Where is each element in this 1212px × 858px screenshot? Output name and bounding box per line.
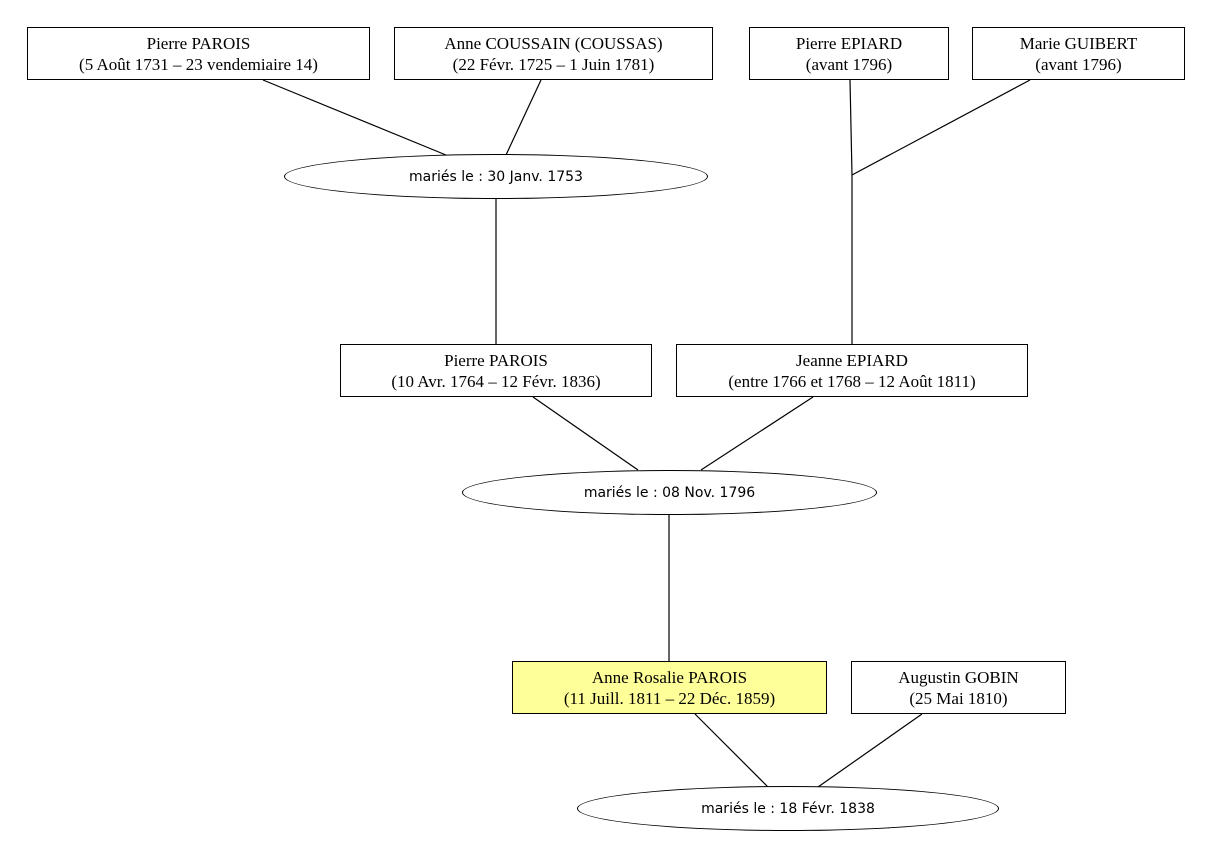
person-name: Anne COUSSAIN (COUSSAS): [444, 34, 663, 53]
line-anne-rosalie-to-marriage-1838: [694, 713, 769, 788]
person-anne-coussain[interactable]: Anne COUSSAIN (COUSSAS) (22 Févr. 1725 –…: [394, 27, 713, 80]
person-dates: (22 Févr. 1725 – 1 Juin 1781): [452, 55, 655, 74]
person-name: Pierre PAROIS: [146, 34, 251, 53]
person-jeanne-epiard[interactable]: Jeanne EPIARD (entre 1766 et 1768 – 12 A…: [676, 344, 1028, 397]
marriage-label: mariés le : 30 Janv. 1753: [409, 168, 583, 185]
person-name: Pierre PAROIS: [444, 351, 548, 370]
marriage-1753[interactable]: mariés le : 30 Janv. 1753: [284, 154, 708, 199]
person-pierre-epiard[interactable]: Pierre EPIARD (avant 1796): [749, 27, 949, 80]
marriage-1796[interactable]: mariés le : 08 Nov. 1796: [462, 470, 877, 515]
line-augustin-to-marriage-1838: [817, 713, 923, 788]
person-pierre-parois-1764[interactable]: Pierre PAROIS (10 Avr. 1764 – 12 Févr. 1…: [340, 344, 652, 397]
person-augustin-gobin[interactable]: Augustin GOBIN (25 Mai 1810): [851, 661, 1066, 714]
person-pierre-parois-1731[interactable]: Pierre PAROIS (5 Août 1731 – 23 vendemia…: [27, 27, 370, 80]
line-pierre-epiard-to-junction: [849, 79, 853, 176]
line-pierre-1764-to-marriage-1796: [532, 396, 639, 471]
person-dates: (10 Avr. 1764 – 12 Févr. 1836): [391, 372, 601, 391]
person-dates: (25 Mai 1810): [909, 689, 1008, 708]
person-marie-guibert[interactable]: Marie GUIBERT (avant 1796): [972, 27, 1185, 80]
person-anne-rosalie-parois[interactable]: Anne Rosalie PAROIS (11 Juill. 1811 – 22…: [512, 661, 827, 714]
person-name: Augustin GOBIN: [898, 668, 1019, 687]
person-dates: (5 Août 1731 – 23 vendemiaire 14): [79, 55, 318, 74]
line-pierre-1731-to-marriage-1753: [262, 79, 447, 156]
person-dates: (avant 1796): [1035, 55, 1122, 74]
person-dates: (avant 1796): [805, 55, 893, 74]
line-anne-coussain-to-marriage-1753: [505, 79, 542, 156]
person-name: Marie GUIBERT: [1019, 34, 1138, 53]
marriage-label: mariés le : 08 Nov. 1796: [583, 484, 756, 501]
person-name: Jeanne EPIARD: [796, 351, 908, 370]
marriage-label: mariés le : 18 Févr. 1838: [701, 800, 875, 817]
line-jeanne-to-marriage-1796: [700, 396, 814, 471]
marriage-1838[interactable]: mariés le : 18 Févr. 1838: [577, 786, 999, 831]
person-name: Anne Rosalie PAROIS: [591, 668, 748, 687]
person-name: Pierre EPIARD: [795, 34, 903, 53]
person-dates: (11 Juill. 1811 – 22 Déc. 1859): [563, 689, 776, 708]
line-marie-guibert-to-junction: [851, 79, 1031, 176]
person-dates: (entre 1766 et 1768 – 12 Août 1811): [728, 372, 976, 391]
